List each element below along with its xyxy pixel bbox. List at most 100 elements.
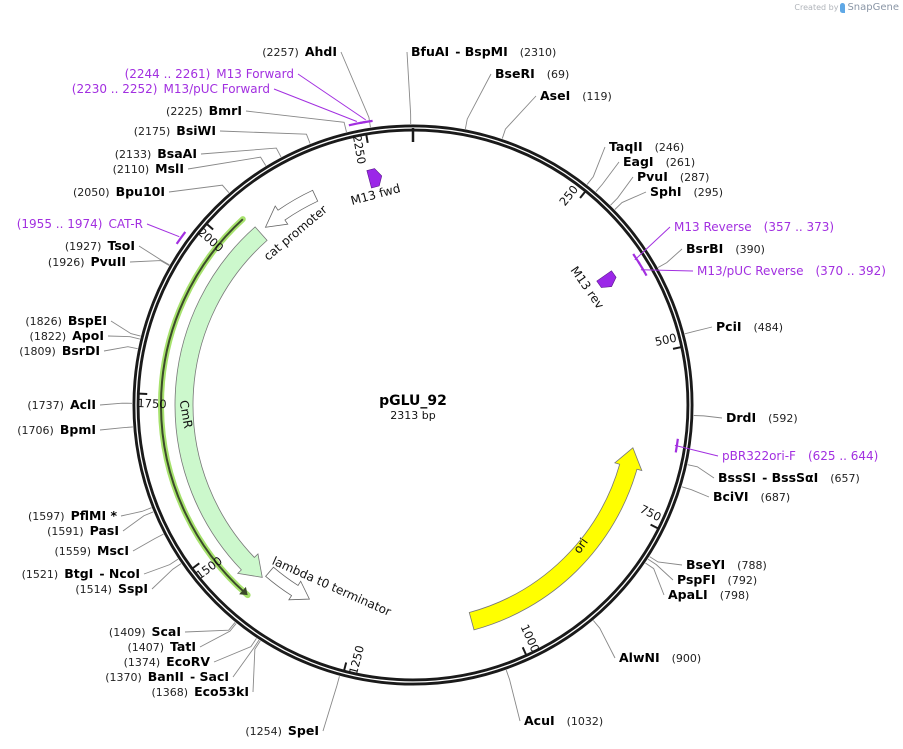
plasmid-length: 2313 bp — [390, 409, 435, 422]
site-eco53ki[interactable]: (1368)Eco53kI — [152, 640, 261, 699]
site-scai[interactable]: (1409)ScaI — [109, 622, 236, 639]
site-bpu10i[interactable]: (2050)Bpu10I — [73, 184, 230, 199]
site-tati[interactable]: (1407)TatI — [127, 623, 237, 654]
site-apoi[interactable]: (1822)ApoI — [30, 328, 140, 343]
primer-m13-puc-forward[interactable]: (2230 .. 2252)M13/pUC Forward — [72, 82, 366, 127]
site-name: ScaI — [152, 624, 182, 639]
site-bcivi[interactable]: BciVI(687) — [681, 486, 790, 504]
site-position: (119) — [582, 90, 612, 103]
site-acui[interactable]: AcuI(1032) — [505, 669, 603, 728]
site-tsoi[interactable]: (1927)TsoI — [65, 238, 170, 266]
site-bsaai[interactable]: (2133)BsaAI — [115, 146, 282, 161]
site-bseyi[interactable]: BseYI(788) — [649, 556, 767, 572]
tick-mark — [521, 646, 527, 656]
primer-m13-puc-reverse[interactable]: M13/pUC Reverse(370 .. 392) — [637, 261, 886, 278]
restriction-sites: BfuAI- BspMI(2310)BseRI(69)AseI(119)TaqI… — [17, 44, 860, 738]
site-sspi[interactable]: (1514)SspI — [75, 563, 182, 596]
svg-text:(1809)BsrDI: (1809)BsrDI — [19, 343, 100, 358]
site-spei[interactable]: (1254)SpeI — [245, 676, 340, 738]
feature-cmr[interactable] — [174, 226, 268, 578]
feature-m13-fwd[interactable]: M13 fwd — [349, 167, 402, 208]
site-pasi[interactable]: (1591)PasI — [47, 511, 154, 538]
site-bseri[interactable]: BseRI(69) — [464, 66, 569, 130]
site-msci[interactable]: (1559)MscI — [54, 533, 164, 558]
site-eagi[interactable]: EagI(261) — [595, 154, 695, 193]
site-position: (1254) — [245, 725, 282, 738]
site-position: (1809) — [19, 345, 56, 358]
site-position: (1822) — [30, 330, 67, 343]
site-ecorv[interactable]: (1374)EcoRV — [124, 638, 257, 669]
site-position: (1514) — [75, 583, 112, 596]
site-bfuai[interactable]: BfuAI- BspMI(2310) — [406, 44, 557, 125]
primer-range: (370 .. 392) — [816, 264, 886, 278]
site-position: (1559) — [54, 545, 91, 558]
site-name: BciVI — [713, 489, 749, 504]
site-pcii[interactable]: PciI(484) — [684, 319, 784, 335]
site-position: (592) — [768, 412, 798, 425]
primer-cat-r[interactable]: (1955 .. 1974)CAT-R — [17, 217, 187, 245]
svg-text:M13/pUC Reverse(370 .. 392): M13/pUC Reverse(370 .. 392) — [697, 264, 886, 278]
primer-name: M13 Reverse — [674, 220, 752, 234]
site-position: (484) — [754, 321, 784, 334]
svg-text:BsrBI(390): BsrBI(390) — [686, 241, 765, 256]
site-apali[interactable]: ApaLI(798) — [645, 562, 749, 602]
site-name: MslI — [155, 161, 184, 176]
site-pvuii[interactable]: (1926)PvuII — [48, 254, 170, 269]
primer-m13-reverse[interactable]: M13 Reverse(357 .. 373) — [632, 220, 834, 265]
plasmid-title: pGLU_92 2313 bp — [379, 393, 447, 422]
site-position: (1597) — [28, 510, 65, 523]
site-drdi[interactable]: DrdI(592) — [693, 410, 798, 425]
site-bsssi[interactable]: BssSI- BssSαI(657) — [687, 464, 860, 485]
site-taqii[interactable]: TaqII(246) — [586, 139, 684, 185]
site-position: (2257) — [262, 46, 299, 59]
site-btgi[interactable]: (1521)BtgI- NcoI — [22, 558, 179, 581]
site-pflmi[interactable]: (1597)PflMI * — [28, 507, 152, 523]
site-position: (2310) — [520, 46, 557, 59]
site-position: (390) — [735, 243, 765, 256]
site-name: PvuII — [90, 254, 126, 269]
site-position: (2133) — [115, 148, 152, 161]
site-position: (1521) — [22, 568, 59, 581]
feature-cat-promoter[interactable] — [264, 189, 319, 228]
svg-text:(1254)SpeI: (1254)SpeI — [245, 723, 319, 738]
site-bsiwi[interactable]: (2175)BsiWI — [134, 123, 311, 144]
site-position: (1927) — [65, 240, 102, 253]
site-pspfi[interactable]: PspFI(792) — [647, 558, 757, 587]
site-bspei[interactable]: (1826)BspEI — [25, 313, 141, 337]
svg-text:BciVI(687): BciVI(687) — [713, 489, 790, 504]
site-alwni[interactable]: AlwNI(900) — [592, 620, 702, 665]
site-name: BspEI — [68, 313, 107, 328]
site-position: (2175) — [134, 125, 171, 138]
site-ahdi[interactable]: (2257)AhdI — [262, 44, 371, 128]
svg-text:AcuI(1032): AcuI(1032) — [524, 713, 603, 728]
site-banii[interactable]: (1370)BanII- SacI — [105, 639, 260, 684]
site-position: (1737) — [27, 399, 64, 412]
site-name: SphI — [650, 184, 682, 199]
svg-text:(2175)BsiWI: (2175)BsiWI — [134, 123, 216, 138]
svg-text:BssSI- BssSαI(657): BssSI- BssSαI(657) — [718, 470, 860, 485]
site-position: (1591) — [47, 525, 84, 538]
feature-m13-rev[interactable]: M13 rev — [568, 264, 619, 312]
site-name: BmrI — [209, 103, 242, 118]
svg-text:(1927)TsoI: (1927)TsoI — [65, 238, 135, 253]
feature-cmr-orf[interactable] — [158, 216, 251, 599]
feature-lambda-t0-terminator[interactable] — [265, 566, 311, 601]
tick-mark — [343, 662, 348, 671]
site-asei[interactable]: AseI(119) — [501, 88, 612, 139]
site-position: (900) — [672, 652, 702, 665]
site-acli[interactable]: (1737)AclI — [27, 397, 133, 412]
site-sphi[interactable]: SphI(295) — [614, 184, 723, 210]
svg-text:BseYI(788): BseYI(788) — [686, 557, 767, 572]
feature-ori[interactable] — [468, 447, 643, 631]
primer-pbr322ori-f[interactable]: pBR322ori-F(625 .. 644) — [674, 438, 878, 463]
svg-text:(1407)TatI: (1407)TatI — [127, 639, 196, 654]
site-pvui[interactable]: PvuI(287) — [610, 169, 710, 206]
site-bsrbi[interactable]: BsrBI(390) — [657, 241, 765, 268]
site-msli[interactable]: (2110)MslI — [113, 156, 267, 176]
site-bsrdi[interactable]: (1809)BsrDI — [19, 343, 138, 358]
tick-label: 750 — [638, 502, 664, 524]
site-bpmi[interactable]: (1706)BpmI — [17, 422, 133, 437]
site-bmri[interactable]: (2225) BmrI — [166, 103, 347, 133]
site-position: (2225) — [166, 105, 203, 118]
